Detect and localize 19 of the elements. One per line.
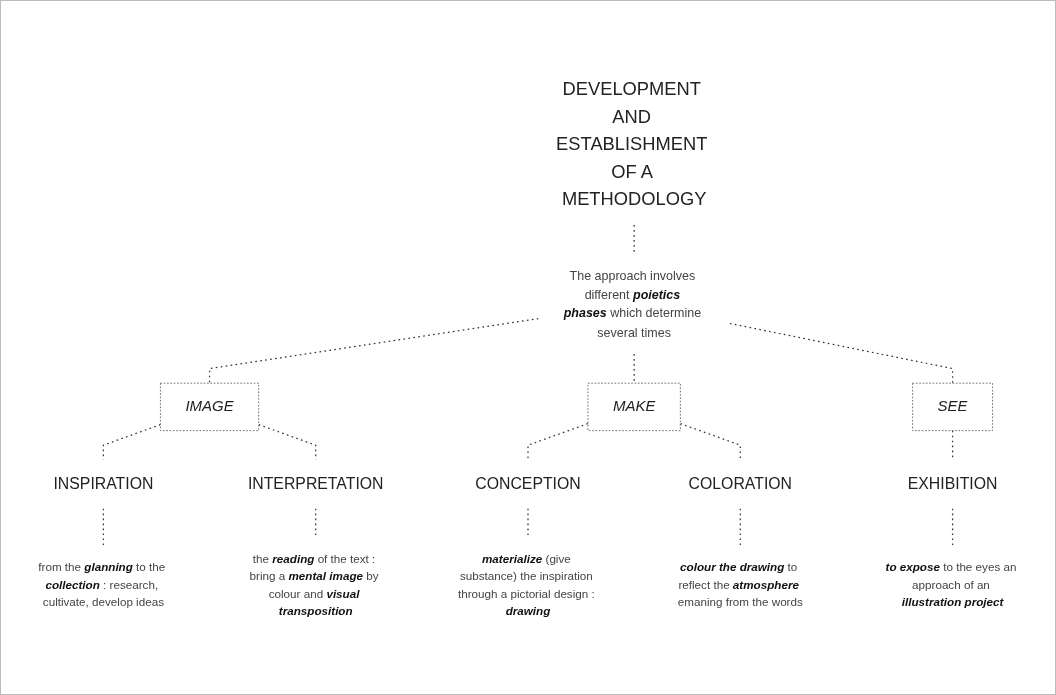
connector	[102, 507, 105, 547]
node-text: colour the drawing to reflect the atmosphere emaning from the words	[677, 560, 803, 609]
node-box: MAKE	[587, 382, 681, 431]
node-text: INSPIRATION	[53, 474, 154, 493]
connector	[729, 322, 954, 384]
node-text: EXHIBITION	[907, 474, 998, 493]
node-text: The approach involves different poietics phases which determine several times	[563, 268, 702, 339]
connector	[739, 507, 741, 547]
node-text: COLORATION	[688, 474, 792, 493]
node-text: the reading of the text : bring a mental image by colour and visual transposition	[249, 551, 379, 618]
node-text: DEVELOPMENT AND ESTABLISHMENT OF A METHODOLOGY	[556, 78, 708, 210]
node-text: INTERPRETATION	[247, 474, 384, 493]
node-box: IMAGE	[160, 382, 260, 431]
node-text: CONCEPTION	[475, 474, 581, 493]
node-box: SEE	[912, 382, 993, 431]
node-text: from the glanning to the collection : research, cultivate, develop ideas	[38, 560, 166, 609]
connector	[951, 507, 954, 547]
node-text: materialize (give substance) the inspiration through a pictorial design : drawing	[458, 551, 595, 618]
node-text: to expose to the eyes an approach of an illustration project	[885, 560, 1017, 609]
